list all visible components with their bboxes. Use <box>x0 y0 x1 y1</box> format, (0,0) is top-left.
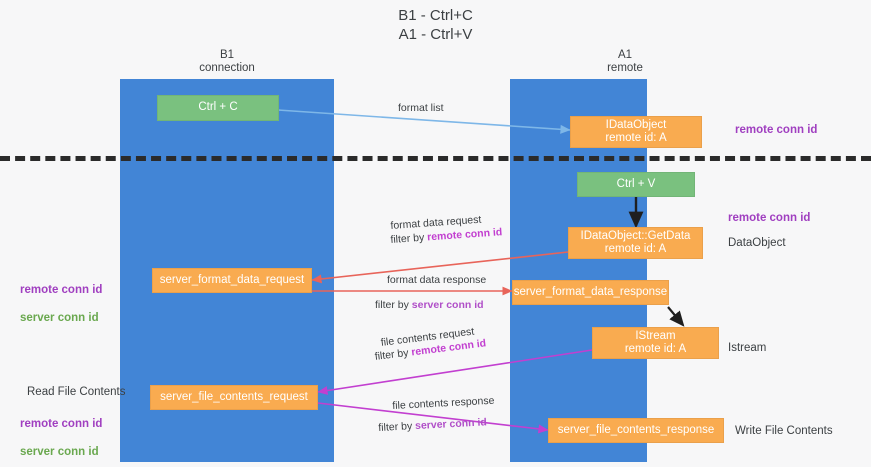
filter-key-server-conn-id: server conn id <box>414 416 488 433</box>
node-server-format-data-response[interactable]: server_format_data_response <box>512 280 669 305</box>
filter-key-remote-conn-id: remote conn id <box>426 226 503 244</box>
phase-divider <box>0 156 871 161</box>
node-idataobject[interactable]: IDataObject remote id: A <box>570 116 702 148</box>
edge-label-format-data-response: format data response <box>387 274 487 286</box>
left-label-server-conn-id: server conn id <box>20 312 99 324</box>
left-label-remote-conn-id: remote conn id <box>20 284 103 296</box>
edge-label-format-list: format list <box>398 102 444 114</box>
node-ctrl-c[interactable]: Ctrl + C <box>157 95 279 121</box>
edge-label-file-contents-response-filter: filter by server conn id <box>378 415 487 435</box>
page-title: B1 - Ctrl+C A1 - Ctrl+V <box>398 7 473 43</box>
edge-label-format-data-response-filter: filter by server conn id <box>375 298 484 312</box>
right-label-istream: Istream <box>728 342 767 354</box>
right-label-remote-conn-id-mid: remote conn id <box>728 212 811 224</box>
edge-label-file-contents-response: file contents response <box>392 394 495 413</box>
filter-prefix: filter by <box>374 346 413 363</box>
node-server-format-data-request[interactable]: server_format_data_request <box>152 268 312 293</box>
filter-key-server-conn-id: server conn id <box>411 299 484 311</box>
node-idataobject-getdata[interactable]: IDataObject::GetData remote id: A <box>568 227 703 259</box>
filter-prefix: filter by <box>390 231 428 246</box>
right-label-remote-conn-id-top: remote conn id <box>735 124 818 136</box>
filter-prefix: filter by <box>378 420 416 434</box>
node-istream[interactable]: IStream remote id: A <box>592 327 719 359</box>
edge-label-file-contents-response-text: file contents response <box>392 394 495 412</box>
right-label-write-file-contents: Write File Contents <box>735 425 833 437</box>
node-ctrl-v[interactable]: Ctrl + V <box>577 172 695 197</box>
left-label-remote-conn-id-2: remote conn id <box>20 418 103 430</box>
left-label-conn-ids-bottom: remote conn id server conn id <box>20 403 102 459</box>
left-label-conn-ids-top: remote conn id server conn id <box>20 269 102 325</box>
left-label-read-file-contents: Read File Contents <box>27 386 126 398</box>
node-server-file-contents-response[interactable]: server_file_contents_response <box>548 418 724 443</box>
filter-prefix: filter by <box>375 299 412 311</box>
right-label-dataobject: DataObject <box>728 237 786 249</box>
lane-header-b1: B1 connection <box>199 49 255 74</box>
left-label-server-conn-id-2: server conn id <box>20 446 99 458</box>
lane-header-a1: A1 remote <box>607 49 643 74</box>
node-server-file-contents-request[interactable]: server_file_contents_request <box>150 385 318 410</box>
